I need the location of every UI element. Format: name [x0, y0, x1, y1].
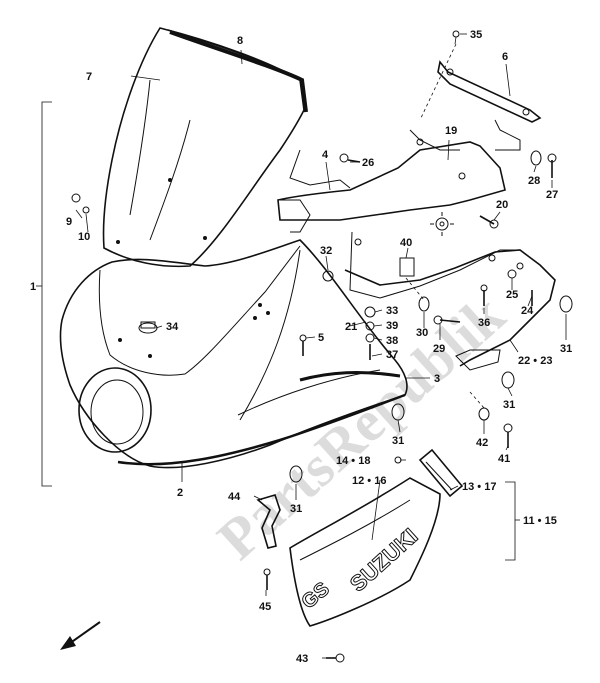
part-number: 36	[478, 317, 490, 329]
part-number: 21	[345, 321, 357, 333]
part-number: 31	[560, 343, 572, 355]
part-number: 31	[290, 503, 302, 515]
part-number: 30	[416, 327, 428, 339]
part-number: 5	[318, 332, 324, 344]
lower-stay	[344, 249, 556, 371]
part-number: 27	[546, 189, 558, 201]
part-number: 20	[496, 199, 508, 211]
part-number: 22 • 23	[518, 355, 552, 367]
part-number: 9	[66, 216, 72, 228]
part-number: 1	[30, 281, 36, 293]
upper-cowling	[59, 239, 408, 469]
part-number: 37	[386, 349, 398, 361]
part-number: 3	[434, 373, 440, 385]
upper-bracket	[277, 119, 521, 299]
part-number: 10	[78, 231, 90, 243]
part-number: 19	[445, 125, 457, 137]
part-number: 29	[433, 343, 445, 355]
leader-lines	[75, 33, 567, 659]
part-number: 38	[386, 335, 398, 347]
part-number: 40	[400, 237, 412, 249]
part-number: 25	[506, 289, 518, 301]
grommet-34	[138, 321, 158, 334]
emblem	[418, 448, 464, 498]
bracket-44	[256, 494, 281, 549]
part-number: 6	[502, 51, 508, 63]
part-number: 7	[86, 71, 92, 83]
part-number: 14 • 18	[336, 455, 370, 467]
part-number: 43	[296, 653, 308, 665]
stay-6	[437, 60, 542, 123]
part-number: 24	[521, 305, 534, 317]
part-number: 45	[259, 601, 271, 613]
fasteners	[71, 30, 573, 663]
part-number: 2	[177, 487, 183, 499]
part-number: 42	[476, 437, 488, 449]
front-direction-arrow	[60, 621, 101, 650]
windscreen	[102, 27, 305, 268]
part-number: 12 • 16	[352, 475, 386, 487]
part-number: 31	[392, 435, 404, 447]
part-number: 31	[503, 399, 515, 411]
part-number: 11 • 15	[523, 515, 557, 527]
part-number: 32	[320, 245, 332, 257]
part-number: 34	[166, 321, 179, 333]
brand-text: SUZUKI	[345, 523, 423, 596]
part-number: 44	[228, 491, 241, 503]
part-number: 33	[386, 305, 398, 317]
part-number: 4	[322, 149, 329, 161]
part-number: 28	[528, 175, 540, 187]
part-number-labels: 1 2 3 4 5 6 7 8 9 10 11 • 15 12 • 16 13 …	[30, 29, 572, 665]
gear-icon	[430, 212, 454, 236]
model-text: GS	[298, 578, 334, 613]
part-number: 8	[237, 35, 243, 47]
part-number: 39	[386, 320, 398, 332]
part-number: 35	[470, 29, 482, 41]
part-number: 26	[362, 157, 374, 169]
part-number: 13 • 17	[462, 481, 496, 493]
part-number: 41	[498, 453, 510, 465]
